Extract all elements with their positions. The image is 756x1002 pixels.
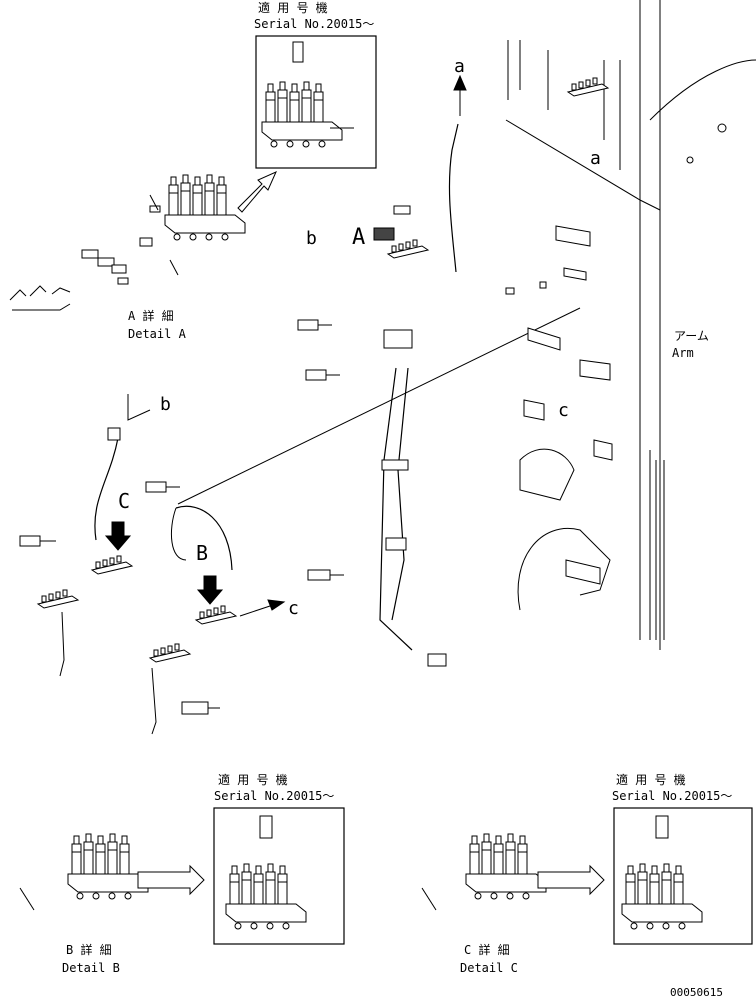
applicable-models-label: 適 用 号 機 — [258, 0, 328, 15]
callout-big-a: A — [352, 225, 365, 250]
callout-c-right: c — [558, 400, 569, 421]
callout-b-lower: b — [160, 394, 171, 415]
arm-outline — [505, 0, 756, 650]
callout-a-upper-right: a — [590, 148, 601, 169]
detail-arrow-a — [237, 171, 277, 213]
callout-big-b: B — [196, 541, 208, 565]
bracket-parts — [505, 225, 613, 611]
valve-block-center — [387, 239, 429, 259]
detail-arrow-b — [137, 864, 205, 896]
applicable-models-label-b: 適 用 号 機 — [218, 772, 288, 787]
valve-block-left-lower — [37, 589, 79, 609]
arrow-c — [105, 521, 131, 551]
detail-b-en: Detail B — [62, 961, 120, 975]
left-assembly — [19, 394, 286, 735]
serial-detail-b: 適 用 号 機 Serial No.20015～ — [213, 772, 345, 945]
detail-c-en: Detail C — [460, 961, 518, 975]
valve-assembly-top — [261, 81, 343, 148]
callout-c-lower: c — [288, 598, 299, 619]
detail-frame-c — [613, 807, 753, 945]
serial-number-label-b: Serial No.20015～ — [214, 789, 334, 803]
detail-a-en: Detail A — [128, 327, 187, 341]
callout-b-upper: b — [306, 228, 317, 249]
valve-assembly-c-serial — [621, 863, 703, 930]
valve-assembly-b — [67, 833, 149, 900]
valve-block-b-lower — [149, 643, 191, 663]
detail-b-jp: B 詳 細 — [66, 942, 112, 957]
detail-frame-top — [255, 35, 377, 169]
drawing-number: 00050615 — [670, 986, 723, 999]
valve-assembly-c — [465, 833, 547, 900]
callout-big-c: C — [118, 489, 130, 513]
callout-a-upper: a — [454, 56, 465, 77]
arm-label-jp: アーム — [674, 329, 709, 343]
detail-c: C 詳 細 Detail C — [421, 833, 605, 975]
applicable-models-label-c: 適 用 号 機 — [616, 772, 686, 787]
valve-assembly-b-serial — [225, 863, 307, 930]
arrow-b — [197, 575, 223, 605]
detail-a-jp: A 詳 細 — [128, 308, 174, 323]
valve-block-left — [91, 555, 133, 575]
center-assembly — [177, 74, 581, 667]
serial-number-label-top: Serial No.20015～ — [254, 17, 374, 31]
detail-c-jp: C 詳 細 — [464, 942, 510, 957]
detail-b: B 詳 細 Detail B — [19, 833, 205, 975]
detail-frame-b — [213, 807, 345, 945]
valve-block-b — [195, 605, 237, 625]
arm-label-en: Arm — [672, 346, 694, 360]
detail-a: A 詳 細 Detail A — [9, 174, 246, 341]
serial-detail-c: 適 用 号 機 Serial No.20015～ — [612, 772, 753, 945]
valve-on-arm — [567, 77, 609, 97]
detail-arrow-c — [537, 864, 605, 896]
serial-detail-top: 適 用 号 機 Serial No.20015～ — [254, 0, 377, 169]
valve-assembly-a — [164, 174, 246, 241]
serial-number-label-c: Serial No.20015～ — [612, 789, 732, 803]
